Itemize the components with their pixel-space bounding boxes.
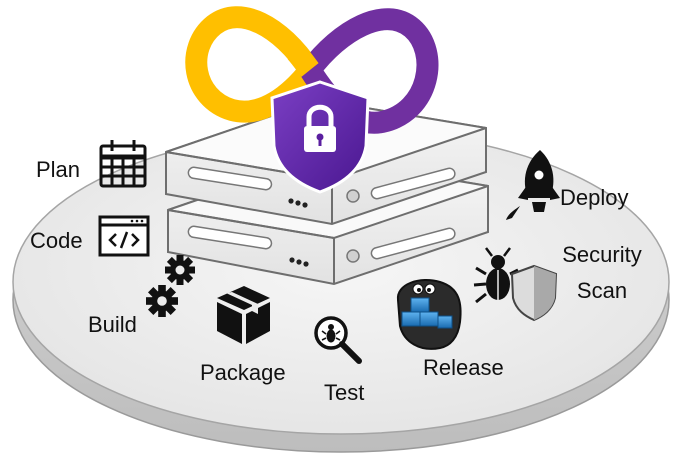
gears-icon [146, 255, 195, 317]
calendar-icon [99, 140, 147, 188]
box-icon [217, 286, 270, 344]
lock-shield-icon [270, 80, 370, 194]
rocket-icon [506, 150, 560, 220]
build-label: Build [88, 312, 137, 337]
code-window-icon [98, 215, 150, 257]
security-scan-label: Security Scan [552, 244, 652, 302]
security-scan-label-line1: Security [562, 242, 642, 267]
deploy-label: Deploy [560, 185, 629, 210]
bug-magnifier-icon [314, 316, 362, 364]
container-release-icon [396, 279, 462, 350]
test-label: Test [324, 380, 365, 405]
code-label: Code [30, 228, 83, 253]
package-label: Package [200, 360, 286, 385]
security-scan-label-line2: Scan [576, 278, 628, 303]
release-label: Release [423, 355, 504, 380]
plan-label: Plan [36, 157, 81, 182]
bug-shield-icon [473, 247, 558, 322]
